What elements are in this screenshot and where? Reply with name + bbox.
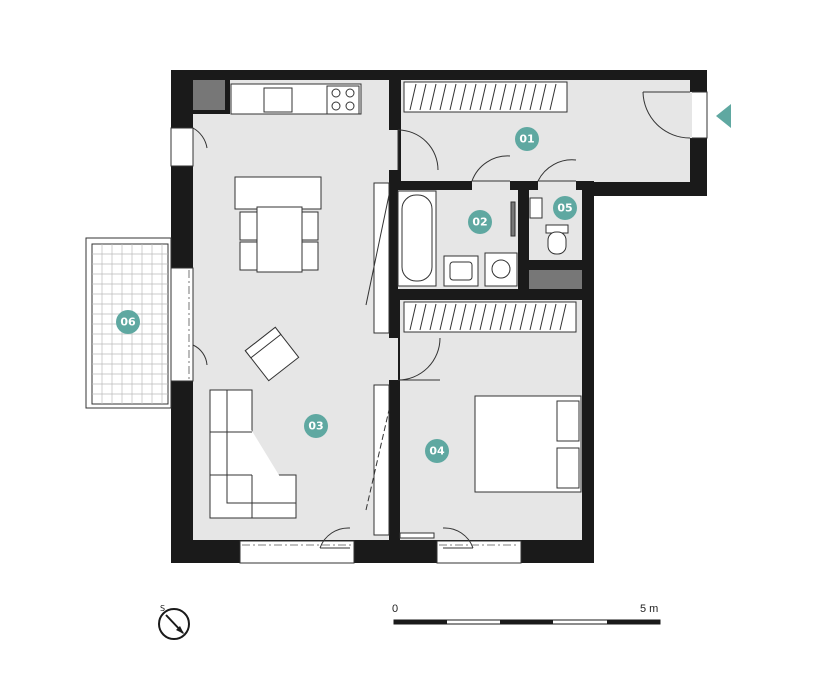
badge-circle: [304, 414, 328, 438]
wall-vertical-main: [389, 80, 398, 540]
room-badge-06: 06: [116, 310, 140, 334]
wardrobes: [403, 81, 577, 333]
scale-start-label: 0: [392, 603, 398, 615]
compass-arrowhead: [176, 626, 184, 634]
room-badge-03: 03: [304, 414, 328, 438]
armchair-back: [244, 326, 282, 359]
sliding-partition: [365, 182, 390, 536]
room-label-02: 02: [472, 216, 487, 229]
room-label-06: 06: [120, 316, 136, 329]
badge-circle: [116, 310, 140, 334]
bathroom-fixtures: [397, 190, 569, 287]
wash-basin-bowl: [449, 261, 473, 281]
hob-burner: [331, 101, 341, 111]
compass-icon: S: [158, 604, 190, 640]
room-badges: 01 02 03 04 05 06: [116, 127, 577, 463]
dining-table: [256, 206, 303, 273]
chair: [239, 241, 259, 271]
bathtub-inner: [401, 194, 433, 282]
sink: [263, 87, 293, 113]
shaft-wc: [529, 270, 582, 290]
window-left-top: [170, 127, 194, 167]
pillow: [556, 447, 580, 489]
door-gap-living: [389, 130, 398, 170]
door-gap-bath: [472, 181, 510, 190]
room-label-04: 04: [429, 445, 445, 458]
door-bottom-living-swing: [319, 527, 351, 549]
wc-bowl: [547, 231, 567, 255]
kitchen-counter: [230, 83, 362, 115]
towel-rail: [510, 201, 516, 237]
partition-bottom: [373, 384, 390, 536]
room-badge-02: 02: [468, 210, 492, 234]
badge-circle: [515, 127, 539, 151]
hob-burner: [345, 88, 355, 98]
door-bedroom-swing: [397, 337, 441, 381]
sideboard: [234, 176, 322, 210]
corner-sofa: [209, 389, 297, 519]
hob: [326, 85, 360, 115]
scale-bar: 0 5 m: [392, 603, 661, 625]
badge-circle: [553, 196, 577, 220]
partition-bottom-slide: [365, 409, 390, 511]
window-bottom-living: [239, 540, 355, 564]
window-bottom-bedroom: [436, 540, 522, 564]
wall-bath-bottom: [398, 289, 594, 299]
washing-machine-drum: [491, 259, 511, 279]
radiator: [399, 532, 435, 539]
badge-circle: [468, 210, 492, 234]
room-label-01: 01: [519, 133, 534, 146]
bed: [474, 395, 582, 493]
boundary-lines: [188, 270, 519, 546]
room-label-05: 05: [557, 202, 572, 215]
armchair: [244, 326, 300, 382]
chair: [239, 211, 259, 241]
chair: [299, 241, 319, 271]
wall-wc-bottom: [528, 260, 582, 266]
scale-end-label: 5 m: [640, 603, 658, 615]
room-label-03: 03: [308, 420, 323, 433]
doors: [192, 91, 692, 549]
door-gap-wc: [538, 181, 576, 190]
room-badge-04: 04: [425, 439, 449, 463]
compass-north-label: S: [160, 604, 165, 613]
door-bath-swing: [471, 155, 511, 182]
wardrobe-bedroom-hatch: [409, 303, 567, 331]
hob-burner: [345, 101, 355, 111]
window-left-balcony: [170, 267, 194, 382]
wardrobe-hall-hatch: [409, 83, 557, 111]
door-left-top-swing: [192, 127, 208, 149]
wall-bath-wc: [518, 190, 528, 290]
scale-segment-dark: [394, 620, 447, 624]
door-living-swing: [397, 129, 439, 171]
shaft: [193, 80, 225, 110]
sofa-cushions: [210, 390, 296, 518]
dining-set: [234, 176, 322, 273]
door-entrance-swing: [642, 91, 691, 139]
door-balcony-swing: [192, 344, 208, 366]
room-badge-01: 01: [515, 127, 539, 151]
partition-top-slide: [365, 194, 390, 306]
door-wc-swing: [537, 159, 577, 182]
badge-circle: [425, 439, 449, 463]
door-gap-bedroom: [389, 338, 398, 380]
hob-burner: [331, 88, 341, 98]
partition-top: [373, 182, 390, 334]
room-badge-05: 05: [553, 196, 577, 220]
door-gap-entrance: [688, 92, 692, 138]
pillow: [556, 400, 580, 442]
chair: [299, 211, 319, 241]
windows: [170, 91, 708, 564]
entrance-gap: [689, 91, 708, 139]
scale-segment-dark: [500, 620, 553, 624]
scale-segment-dark: [607, 620, 660, 624]
entrance-arrow-icon: [716, 104, 731, 128]
wc-sink: [529, 197, 543, 219]
